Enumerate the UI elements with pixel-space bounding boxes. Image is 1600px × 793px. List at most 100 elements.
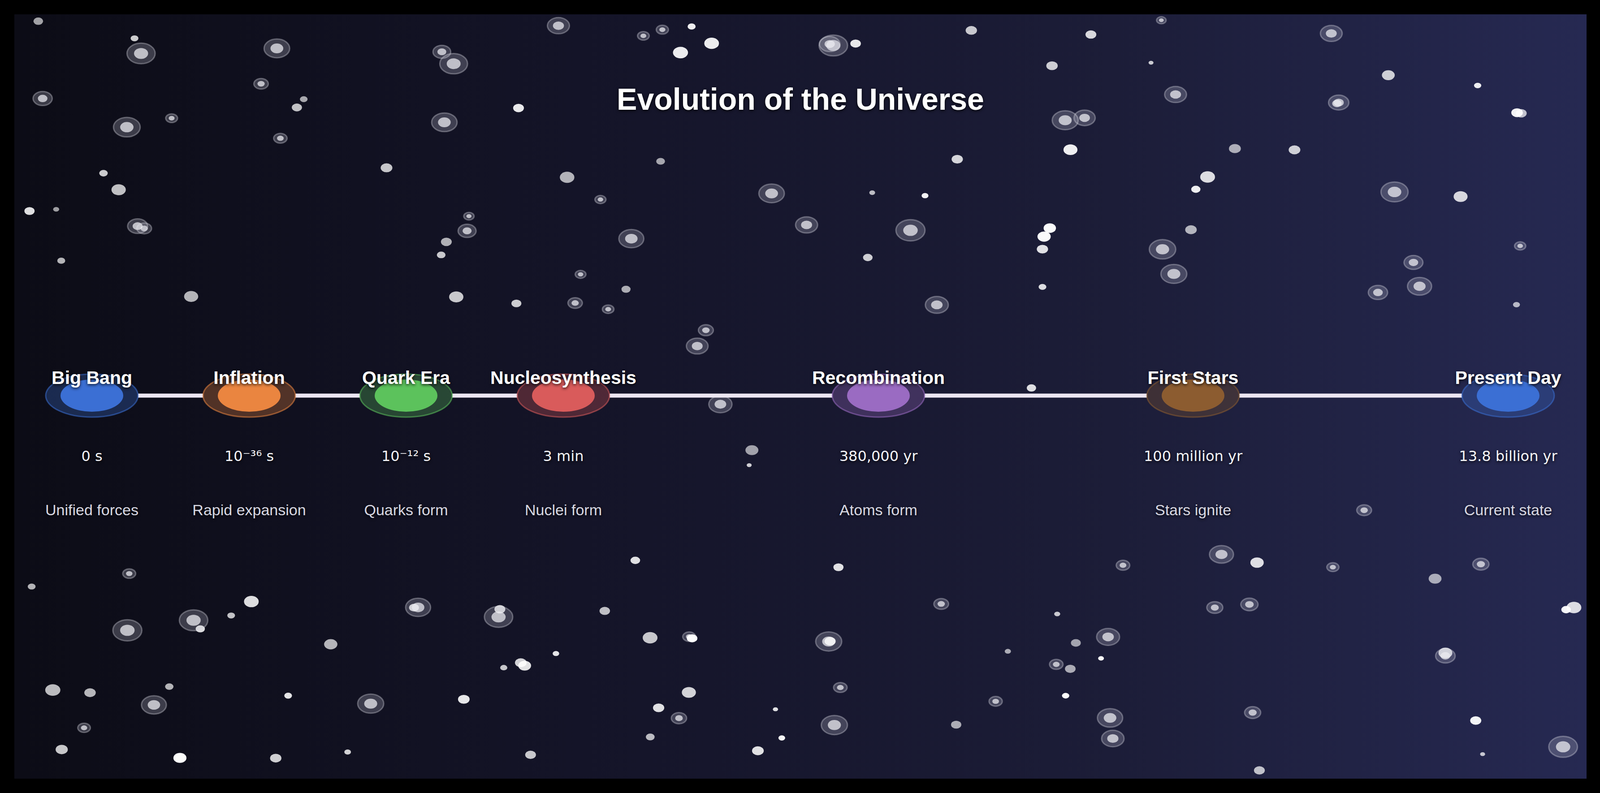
era-description: Quarks form (363, 501, 448, 519)
star (324, 639, 338, 650)
star (1052, 661, 1060, 668)
star-halo (126, 43, 156, 64)
timeline-segment (452, 393, 518, 398)
star (24, 207, 35, 216)
star (778, 735, 786, 741)
star (1453, 191, 1468, 203)
star (270, 753, 282, 763)
star (1102, 632, 1115, 642)
star-halo (819, 36, 840, 52)
star (1254, 766, 1265, 775)
star-halo (113, 117, 141, 138)
star (951, 155, 963, 164)
star (1004, 648, 1012, 654)
era-node: Recombination380,000 yrAtoms form (831, 373, 926, 419)
star-halo (1101, 730, 1125, 748)
star-halo (1096, 628, 1120, 646)
star (659, 27, 666, 32)
era-time: 0 s (81, 447, 103, 465)
star (276, 135, 284, 142)
star (1474, 82, 1482, 89)
star (652, 703, 665, 713)
star (674, 715, 683, 722)
star (642, 632, 658, 644)
star (446, 58, 461, 70)
star-halo (637, 31, 649, 40)
star (1058, 115, 1072, 126)
era-description: Rapid expansion (192, 501, 306, 519)
star-halo (112, 619, 143, 641)
star (1170, 90, 1181, 100)
star (836, 685, 844, 691)
star (1038, 284, 1047, 290)
star-halo (484, 606, 513, 628)
era-node: Big Bang0 sUnified forces (44, 373, 139, 419)
star (1245, 601, 1254, 609)
star (1333, 98, 1345, 107)
star (53, 207, 60, 212)
era-description: Nuclei form (524, 501, 602, 519)
star (597, 197, 604, 203)
star (364, 698, 378, 709)
star-halo (1326, 562, 1339, 572)
star (824, 40, 835, 49)
star-halo (1052, 110, 1079, 130)
star (227, 612, 235, 619)
star (1566, 601, 1582, 614)
star (147, 700, 161, 710)
star (500, 665, 508, 671)
star (1408, 259, 1419, 267)
star (1158, 18, 1164, 22)
star (511, 299, 522, 308)
era-name: Big Bang (51, 367, 133, 389)
star (559, 171, 575, 183)
timeline-segment (1239, 393, 1462, 398)
era-name: Quark Era (362, 367, 450, 389)
star-halo (458, 224, 476, 238)
star-halo (1160, 264, 1187, 284)
star-halo (708, 395, 732, 413)
star (186, 614, 201, 626)
star-halo (698, 324, 714, 336)
star (1373, 289, 1384, 297)
star (704, 37, 719, 49)
star (691, 341, 703, 351)
star (1517, 243, 1524, 249)
star (173, 752, 187, 763)
star-halo (547, 17, 570, 34)
star (1215, 549, 1228, 560)
star-halo (656, 25, 669, 35)
era-time: 13.8 billion yr (1458, 447, 1557, 465)
star (552, 651, 560, 657)
era-node: Inflation10⁻³⁶ sRapid expansion (202, 373, 297, 419)
star (1062, 693, 1070, 700)
star (514, 658, 527, 668)
star (833, 563, 844, 571)
star-halo (833, 682, 848, 693)
star (673, 46, 689, 59)
era-description: Atoms form (839, 501, 918, 519)
star (111, 184, 126, 196)
star (645, 733, 655, 741)
star (1440, 652, 1451, 660)
star-halo (1320, 25, 1343, 42)
star (656, 157, 666, 165)
star-halo (671, 712, 687, 724)
star (243, 596, 259, 608)
era-time: 100 million yr (1143, 447, 1243, 465)
star (992, 699, 999, 705)
star (132, 222, 143, 230)
star (1381, 70, 1395, 81)
star-halo (821, 715, 848, 736)
star-halo (594, 195, 606, 204)
star-halo (1115, 560, 1130, 571)
star (1036, 244, 1048, 254)
star (1070, 639, 1081, 647)
star-halo (895, 219, 926, 241)
timeline-segment (138, 393, 204, 398)
star-halo (1368, 285, 1388, 300)
star-halo (439, 53, 468, 74)
star (284, 692, 292, 699)
star (55, 745, 68, 755)
star (134, 47, 148, 59)
